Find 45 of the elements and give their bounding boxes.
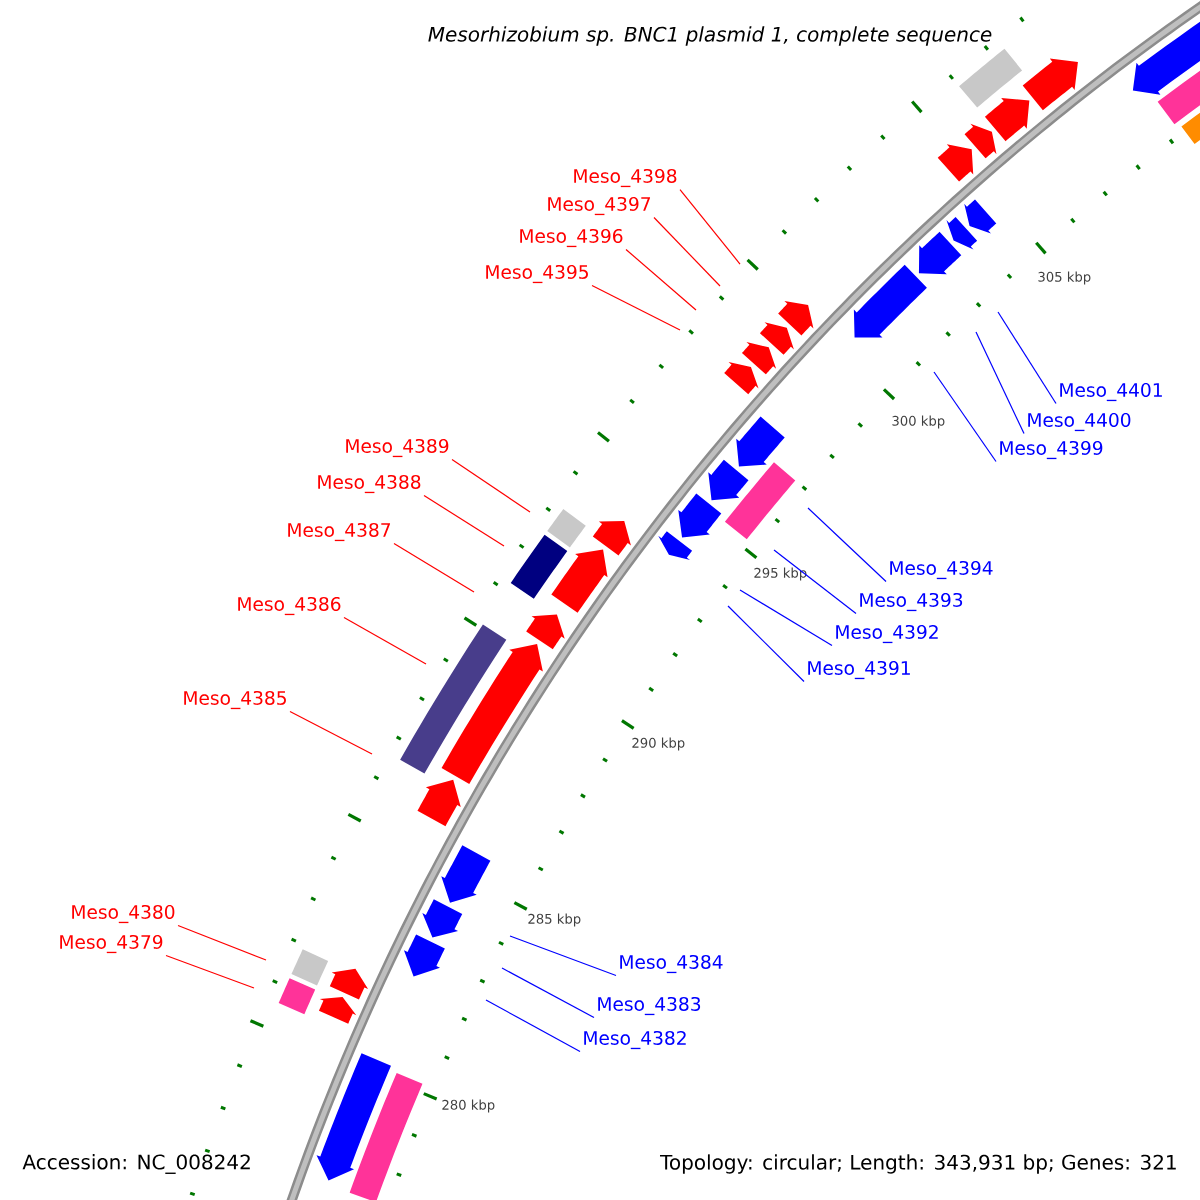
leader-line (625, 248, 697, 311)
gene-label: Meso_4386 (238, 596, 341, 616)
gene-label: Meso_4385 (184, 690, 286, 710)
leader-line (393, 542, 475, 593)
gene-label: Meso_4391 (808, 660, 910, 680)
gene-label: Meso_4383 (598, 996, 701, 1016)
leader-line (289, 710, 373, 755)
gene-label: Meso_4398 (574, 168, 677, 188)
gene-label: Meso_4393 (860, 592, 963, 612)
gene-label: Meso_4396 (520, 228, 623, 248)
gene-label: Meso_4384 (620, 954, 723, 974)
gene-label: Meso_4388 (318, 474, 421, 494)
gene-label: Meso_4397 (548, 196, 650, 216)
leader-line (591, 284, 681, 331)
leader-line (165, 954, 255, 989)
leader-line (485, 999, 581, 1053)
leader-line (343, 616, 427, 665)
leader-line (739, 589, 833, 647)
leader-line (177, 924, 267, 961)
gene-label: Meso_4400 (1028, 412, 1131, 432)
leader-line (975, 331, 1025, 435)
leader-line (773, 549, 857, 615)
leader-line (997, 311, 1057, 405)
gene-label: Meso_4387 (288, 522, 390, 542)
gene-label: Meso_4379 (60, 934, 163, 954)
leader-line (933, 371, 997, 463)
leader-line (727, 605, 805, 683)
gene-label: Meso_4382 (584, 1030, 686, 1050)
gene-label: Meso_4392 (836, 624, 938, 644)
gene-label: Meso_4380 (72, 904, 175, 924)
leader-line (451, 458, 531, 513)
leader-line (509, 935, 617, 977)
gene-label: Meso_4399 (1000, 440, 1103, 460)
gene-label: Meso_4395 (486, 264, 588, 284)
gene-label: Meso_4389 (346, 438, 449, 458)
gene-label: Meso_4394 (890, 560, 993, 580)
leader-line (807, 507, 887, 583)
accession-text: Accession: NC_008242 (22, 1154, 250, 1174)
summary-text: Topology: circular; Length: 343,931 bp; Genes: 321 (660, 1154, 1176, 1174)
leader-line (501, 967, 595, 1019)
leader-line (653, 216, 721, 287)
title: Mesorhizobium sp. BNC1 plasmid 1, complete sequence (428, 26, 992, 46)
leader-line (679, 188, 741, 265)
gene-label: Meso_4401 (1060, 382, 1162, 402)
leader-line (423, 494, 505, 547)
